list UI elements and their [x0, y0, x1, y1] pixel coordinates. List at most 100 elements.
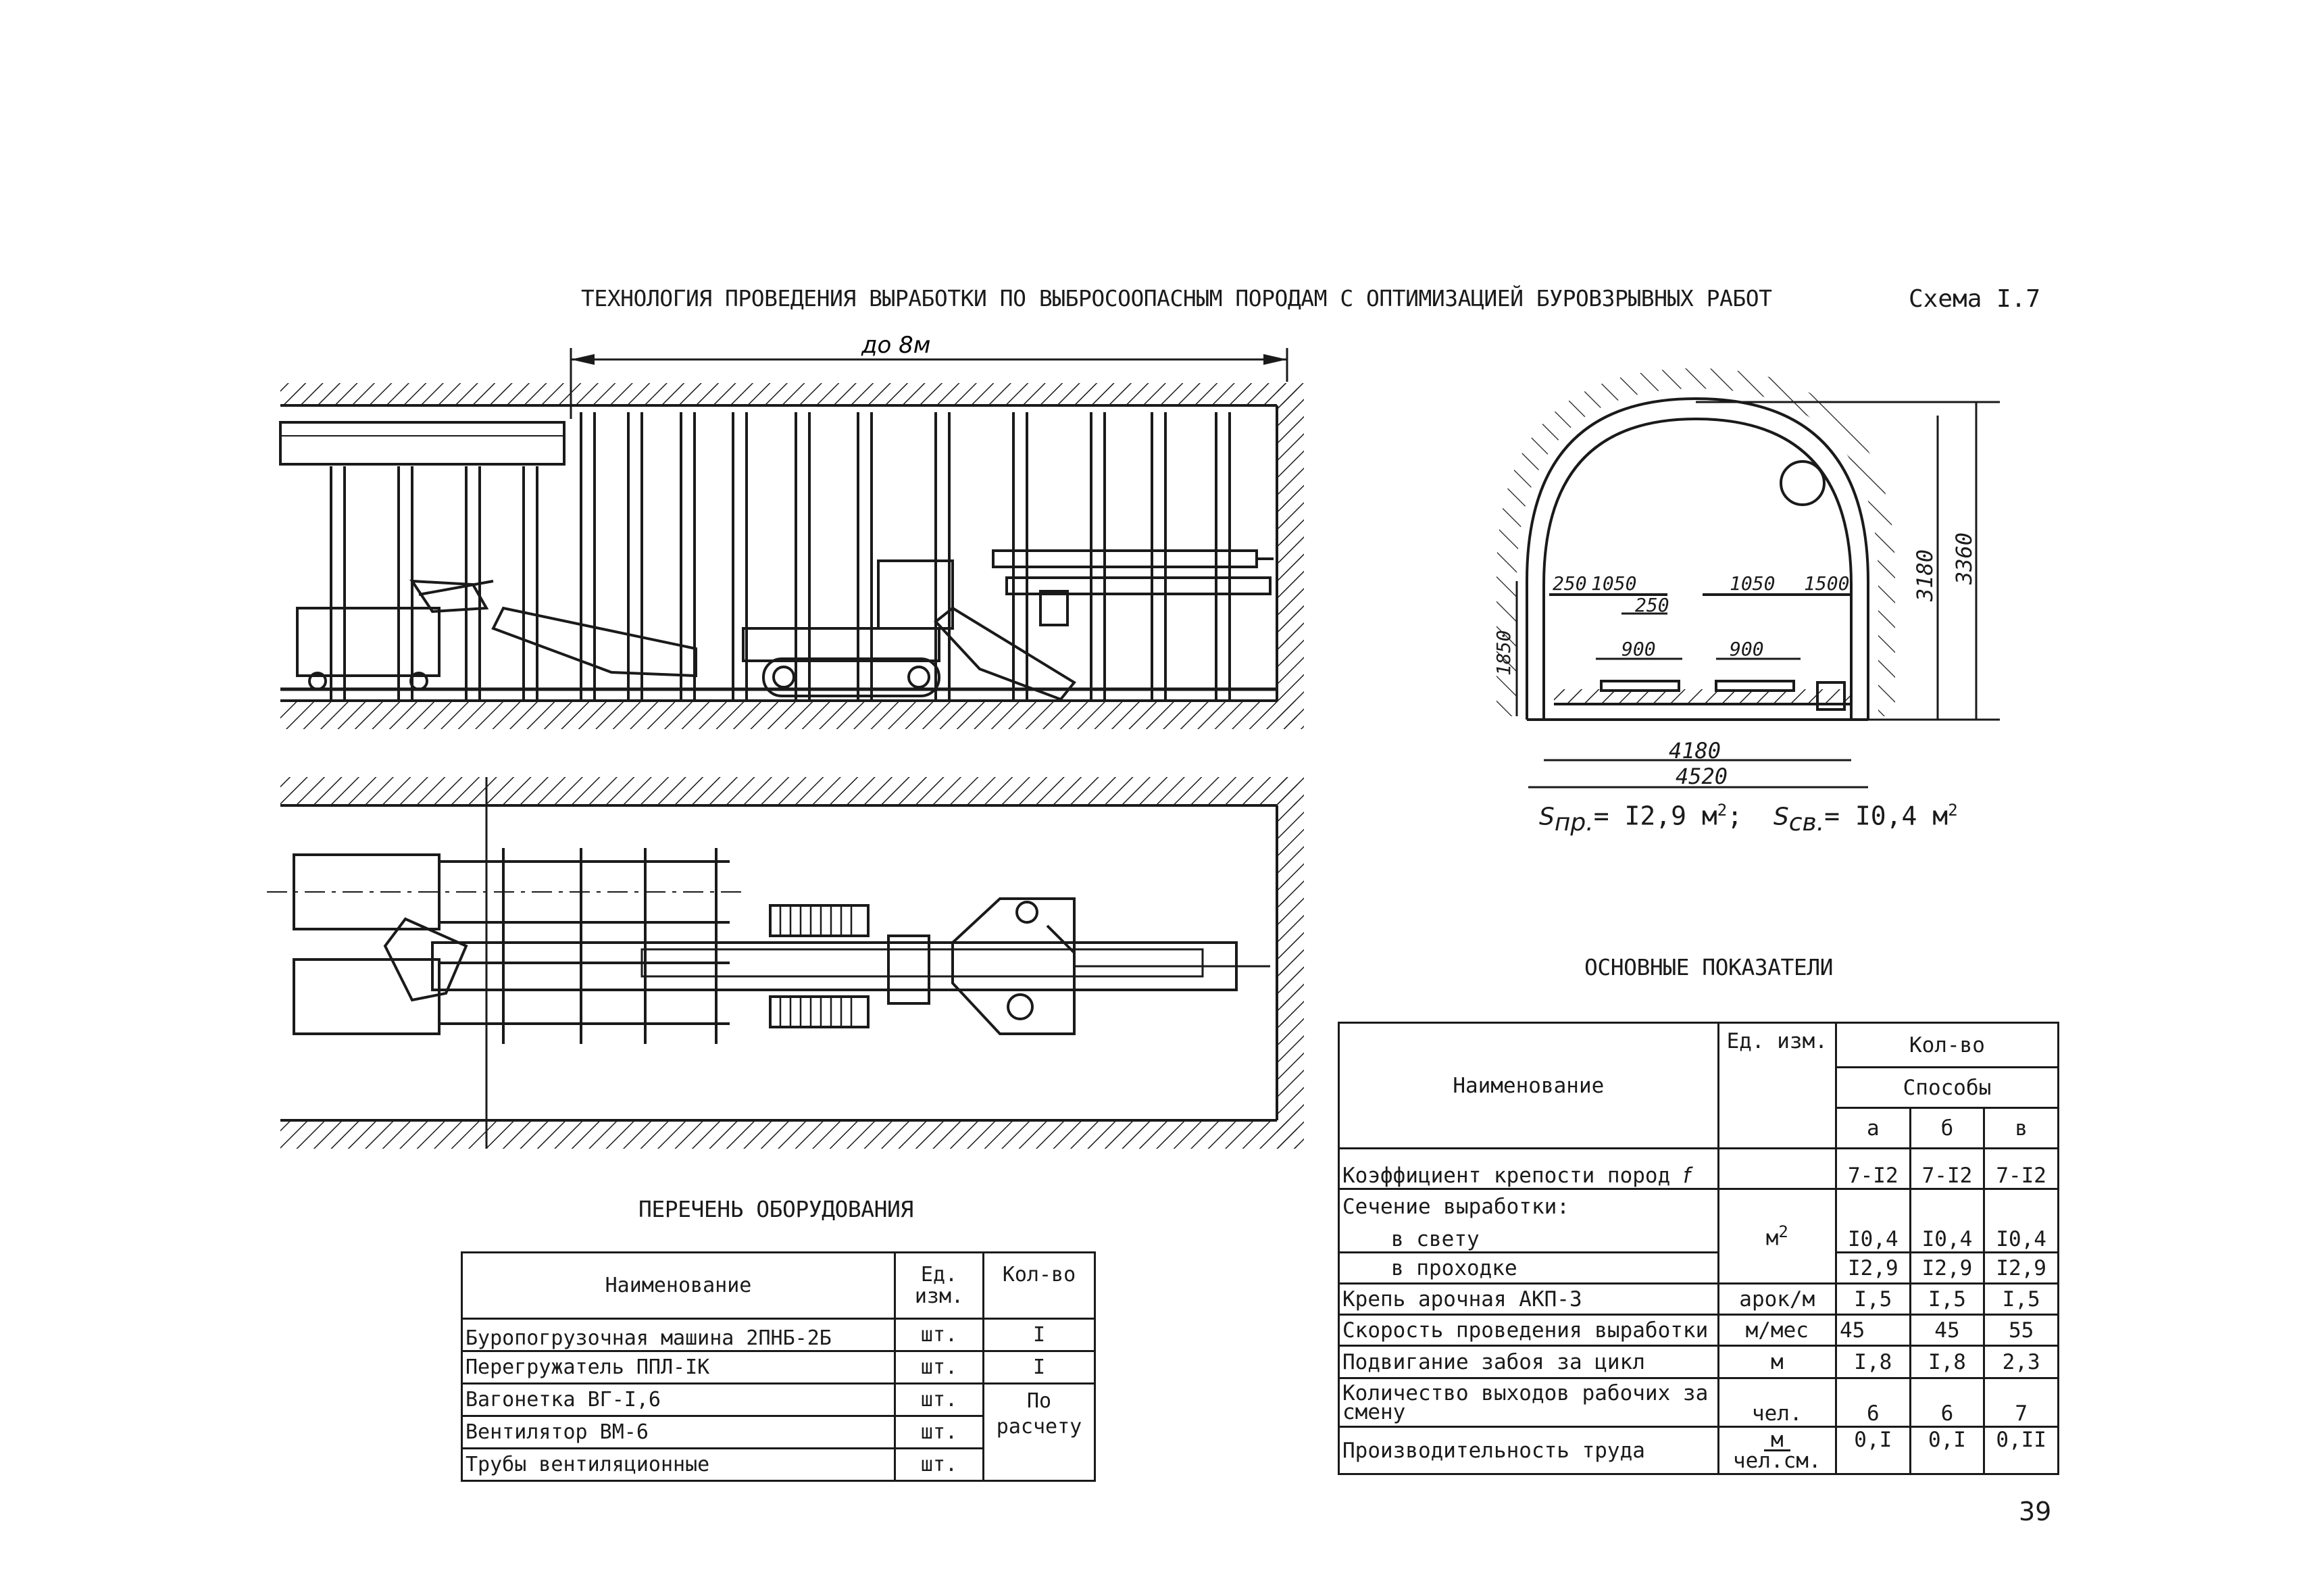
indicator-name: Крепь арочная АКП-3: [1338, 1282, 1719, 1316]
table-row: Скорость проведения выработки м/мес 45 4…: [1338, 1314, 2059, 1347]
indicator-v: 7-I2: [1983, 1147, 2059, 1190]
indicator-unit: арок/м: [1717, 1282, 1837, 1316]
indicator-b: 0,I: [1909, 1426, 1986, 1475]
dim-1500: 1500: [1804, 572, 1849, 595]
indicator-name: Скорость проведения выработки: [1338, 1314, 1719, 1347]
indicator-b: I0,4: [1909, 1218, 1986, 1253]
indicator-b: I,5: [1909, 1282, 1986, 1316]
area-separator: ;: [1727, 801, 1743, 831]
equipment-header-qty: Кол-во: [982, 1251, 1096, 1320]
page-number: 39: [2019, 1497, 2052, 1526]
indicator-v: I,5: [1983, 1282, 2059, 1316]
table-row: Перегружатель ППЛ-IК шт. I: [461, 1350, 1096, 1385]
indicator-b: 7-I2: [1909, 1147, 1986, 1190]
equipment-qty: I: [982, 1318, 1096, 1352]
equipment-name: Перегружатель ППЛ-IК: [461, 1350, 896, 1385]
equipment-name: Вагонетка ВГ-I,6: [461, 1382, 896, 1417]
indicator-a: 45: [1834, 1314, 1911, 1347]
indicator-unit: м: [1717, 1345, 1837, 1379]
indicator-a: 0,I: [1834, 1426, 1911, 1475]
indicator-v: 2,3: [1983, 1345, 2059, 1379]
indicator-v: I0,4: [1983, 1218, 2059, 1253]
equipment-unit: шт.: [894, 1415, 984, 1449]
equipment-unit: шт.: [894, 1447, 984, 1482]
equipment-caption: ПЕРЕЧЕНЬ ОБОРУДОВАНИЯ: [638, 1196, 913, 1222]
plan-view: [267, 777, 1304, 1149]
dim-250-b: 250: [1635, 594, 1669, 616]
equipment-header-name: Наименование: [461, 1251, 896, 1320]
indicator-name: в свету: [1338, 1218, 1719, 1253]
dim-1050-b: 1050: [1730, 572, 1775, 595]
area-sv-symbol: S: [1773, 803, 1789, 831]
indicators-caption: ОСНОВНЫЕ ПОКАЗАТЕЛИ: [1584, 954, 1834, 980]
indicator-name: Подвигание забоя за цикл: [1338, 1345, 1719, 1379]
table-row: Вентилятор ВМ-6 шт.: [461, 1415, 1095, 1449]
table-row: Трубы вентиляционные шт.: [461, 1447, 1095, 1482]
indicator-a: [1834, 1188, 1911, 1219]
indicator-a: I,5: [1834, 1282, 1911, 1316]
indicator-v: 55: [1983, 1314, 2059, 1347]
indicator-b: 45: [1909, 1314, 1986, 1347]
cross-section: [1496, 368, 2000, 789]
area-sv-sub: св.: [1788, 809, 1825, 837]
area-pr-sub: пр.: [1554, 809, 1594, 837]
equipment-name: Буропогрузочная машина 2ПНБ-2Б: [461, 1318, 896, 1352]
indicator-a: 7-I2: [1834, 1147, 1911, 1190]
dim-1050-a: 1050: [1591, 572, 1636, 595]
dim-3360: 3360: [1951, 532, 1977, 585]
dim-4180: 4180: [1669, 738, 1721, 764]
method-b: б: [1909, 1107, 1986, 1149]
indicator-v: I2,9: [1983, 1251, 2059, 1285]
indicator-v: [1983, 1188, 2059, 1219]
dim-900-b: 900: [1730, 638, 1764, 660]
indicator-a: 6: [1834, 1377, 1911, 1428]
dim-250-a: 250: [1553, 572, 1587, 595]
dim-3180: 3180: [1912, 549, 1938, 602]
equipment-name: Вентилятор ВМ-6: [461, 1415, 896, 1449]
table-row: Крепь арочная АКП-3 арок/м I,5 I,5 I,5: [1338, 1282, 2059, 1316]
length-label: до 8м: [861, 332, 930, 359]
indicator-name: Коэффициент крепости пород f: [1338, 1147, 1719, 1190]
method-a: а: [1834, 1107, 1911, 1149]
indicators-header-methods: Способы: [1834, 1066, 2060, 1109]
dim-900-a: 900: [1621, 638, 1656, 660]
indicator-a: I2,9: [1834, 1251, 1911, 1285]
indicator-b: I2,9: [1909, 1251, 1986, 1285]
area-pr-symbol: S: [1539, 803, 1555, 831]
equipment-unit: шт.: [894, 1318, 984, 1352]
table-row: в проходке I2,9 I2,9 I2,9: [1338, 1251, 2059, 1285]
equipment-table: Наименование Ед.изм. Кол-во Буропогрузоч…: [461, 1251, 1096, 1482]
equipment-qty: I: [982, 1350, 1096, 1385]
area-pr-power: 2: [1717, 801, 1728, 820]
table-row: Сечение выработки: м2: [1338, 1188, 2059, 1285]
indicator-name: в проходке: [1338, 1251, 1719, 1285]
method-v: в: [1983, 1107, 2059, 1149]
equipment-name: Трубы вентиляционные: [461, 1447, 896, 1482]
indicator-name: Сечение выработки:: [1338, 1188, 1719, 1219]
longitudinal-section: [279, 348, 1304, 729]
table-row: Буропогрузочная машина 2ПНБ-2Б шт. I: [461, 1318, 1096, 1352]
table-row: Подвигание забоя за цикл м I,8 I,8 2,3: [1338, 1345, 2059, 1379]
indicator-b: I,8: [1909, 1345, 1986, 1379]
area-formula: Sпр.= I2,9 м2; Sсв.= I0,4 м2: [1539, 801, 1958, 837]
indicators-header-qty: Кол-во: [1834, 1022, 2060, 1068]
area-sv-value: = I0,4 м: [1824, 801, 1948, 831]
equipment-unit: шт.: [894, 1350, 984, 1385]
indicators-header-name: Наименование: [1338, 1022, 1719, 1149]
indicator-name: Производительность труда: [1338, 1426, 1719, 1475]
equipment-header-unit: Ед.изм.: [894, 1251, 984, 1320]
dim-4520: 4520: [1676, 764, 1728, 789]
indicator-v: 0,II: [1983, 1426, 2059, 1475]
indicator-b: 6: [1909, 1377, 1986, 1428]
equipment-unit: шт.: [894, 1382, 984, 1417]
indicator-b: [1909, 1188, 1986, 1219]
indicators-header-unit: Ед. изм.: [1717, 1022, 1837, 1149]
indicator-a: I0,4: [1834, 1218, 1911, 1253]
